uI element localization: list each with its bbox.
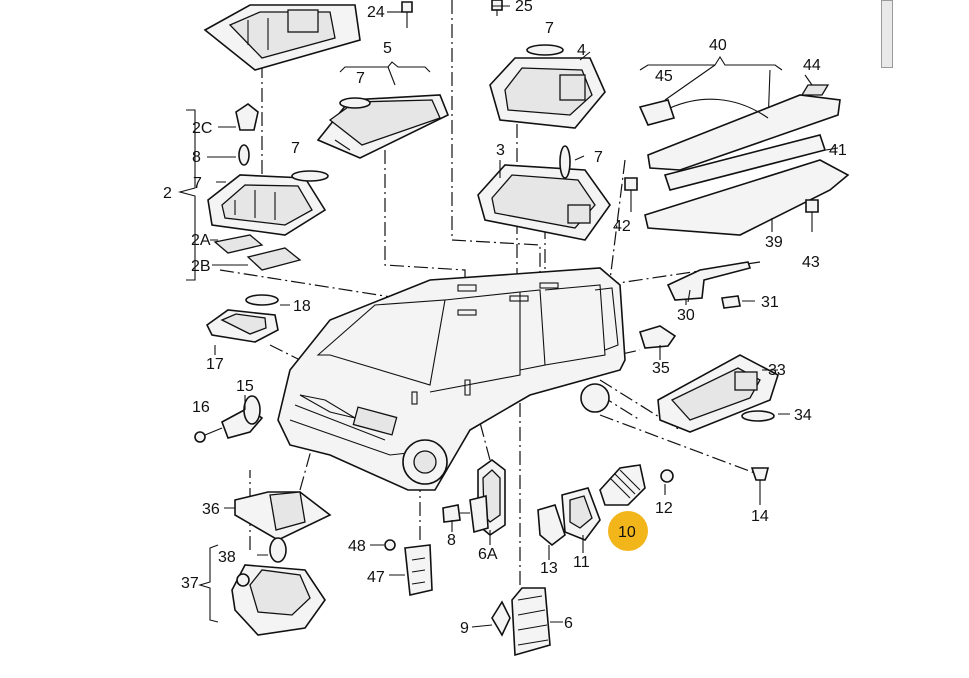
lamp-37 <box>198 537 326 636</box>
callout-41: 41 <box>829 142 847 159</box>
callout-43: 43 <box>802 254 820 271</box>
callout-leaders <box>207 5 839 628</box>
callout-16: 16 <box>192 399 210 416</box>
callout-7-a: 7 <box>545 20 554 37</box>
callout-2: 2 <box>163 185 172 202</box>
callout-14: 14 <box>751 508 769 525</box>
callout-30: 30 <box>677 307 695 324</box>
door-switch-30 <box>666 261 752 309</box>
callout-7-e: 7 <box>594 149 603 166</box>
callout-7-d: 7 <box>193 175 202 192</box>
callout-39: 39 <box>765 234 783 251</box>
callout-5: 5 <box>383 40 392 57</box>
interior-lamp-2 <box>177 103 329 281</box>
front-light-15 <box>194 395 264 443</box>
callout-48: 48 <box>348 538 366 555</box>
highlight-marker <box>608 511 648 551</box>
lamp-6A <box>442 459 506 536</box>
switch-35 <box>638 325 677 349</box>
contact-11 <box>561 487 601 541</box>
callout-18: 18 <box>293 298 311 315</box>
callout-2A: 2A <box>191 232 211 249</box>
van-body <box>277 267 626 491</box>
callout-24: 24 <box>367 4 385 21</box>
callout-11: 11 <box>573 554 590 571</box>
callout-17: 17 <box>206 356 224 373</box>
callout-44: 44 <box>803 57 821 74</box>
callout-12: 12 <box>655 500 673 517</box>
socket-47 <box>384 539 433 596</box>
contact-13 <box>537 504 566 547</box>
reading-lamp-33 <box>657 354 779 433</box>
callout-37: 37 <box>181 575 199 592</box>
viewer-scrollbar[interactable] <box>881 0 893 68</box>
callout-25: 25 <box>515 0 533 15</box>
callout-45: 45 <box>655 68 673 85</box>
callout-3: 3 <box>496 142 505 159</box>
callout-8-b: 8 <box>447 532 456 549</box>
callout-8-a: 8 <box>192 149 201 166</box>
screw-25 <box>491 0 503 16</box>
callout-35: 35 <box>652 360 670 377</box>
callout-7-b: 7 <box>356 70 365 87</box>
callout-38: 38 <box>218 549 236 566</box>
callout-33: 33 <box>768 362 786 379</box>
pads-2A-2B <box>213 234 302 271</box>
lamp-3 <box>477 145 611 241</box>
callout-2C: 2C <box>192 120 212 137</box>
callout-15: 15 <box>236 378 254 395</box>
callout-2B: 2B <box>191 258 211 275</box>
lamp-6 <box>491 587 551 657</box>
lamp-4 <box>489 44 606 129</box>
callout-10-highlighted: 10 <box>618 524 636 541</box>
switch-10 <box>599 464 770 506</box>
interior-lamp-5 <box>316 61 450 159</box>
callout-7-c: 7 <box>291 140 300 157</box>
callout-40: 40 <box>709 37 727 54</box>
callout-6: 6 <box>564 615 573 632</box>
light-bar-assembly <box>624 55 850 236</box>
screw-24 <box>401 1 413 28</box>
callout-34: 34 <box>794 407 812 424</box>
lamp-17 <box>205 294 279 355</box>
callout-36: 36 <box>202 501 220 518</box>
callout-9: 9 <box>460 620 469 637</box>
callout-6A: 6A <box>478 546 498 563</box>
lamp-housing-top-left <box>203 4 361 71</box>
callout-13: 13 <box>540 560 558 577</box>
bracket-36 <box>234 491 332 541</box>
callout-42: 42 <box>613 218 631 235</box>
callout-31: 31 <box>761 294 779 311</box>
callout-4: 4 <box>577 42 586 59</box>
callout-47: 47 <box>367 569 385 586</box>
